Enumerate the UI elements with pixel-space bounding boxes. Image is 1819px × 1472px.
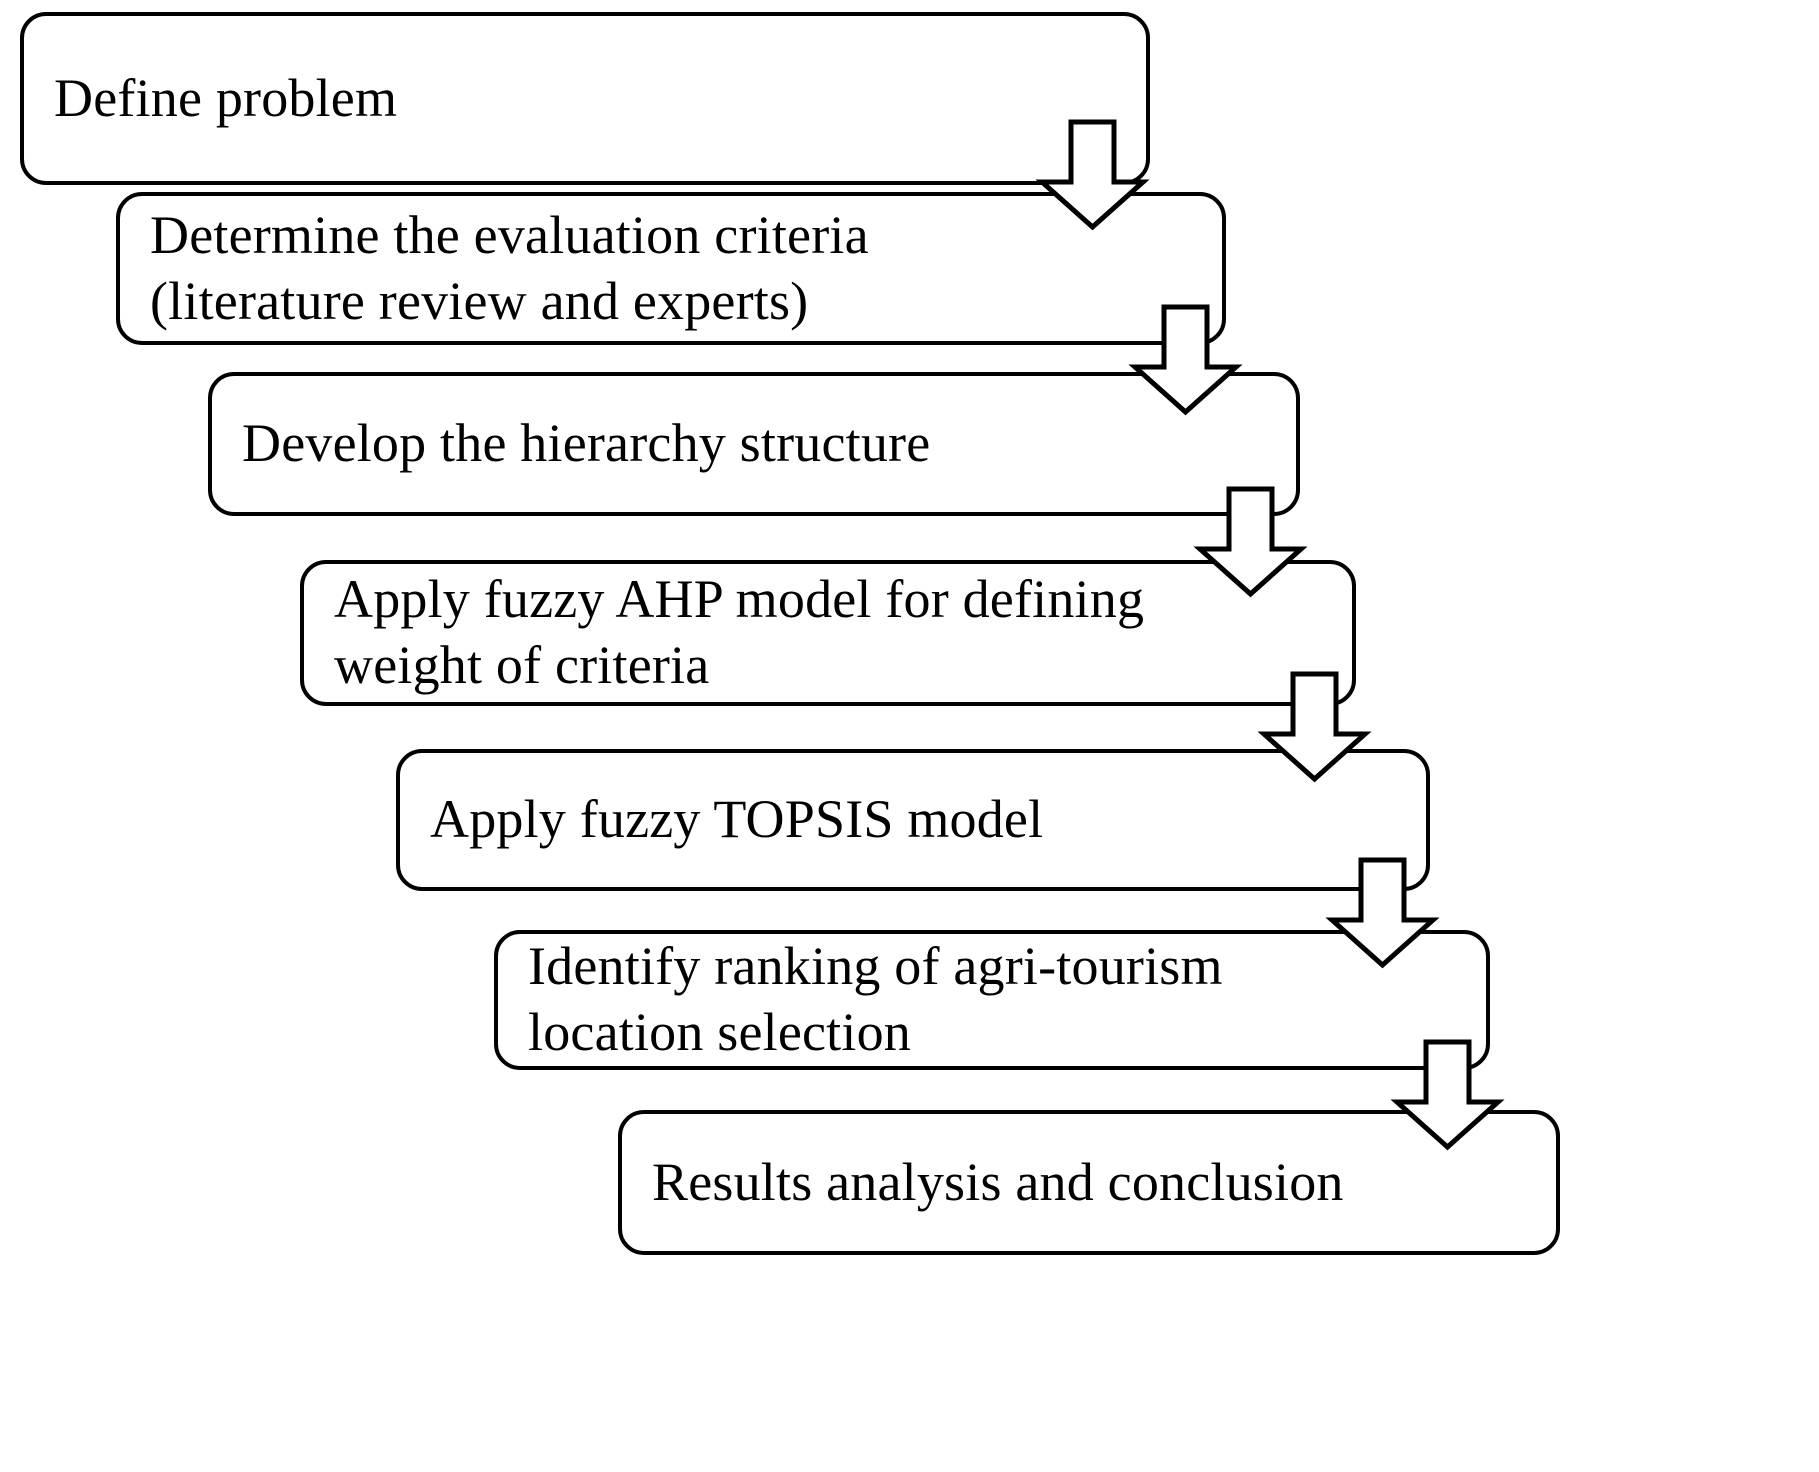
flow-step-label: Develop the hierarchy structure <box>242 413 931 474</box>
down-arrow-icon <box>1325 857 1440 969</box>
down-arrow-icon <box>1193 486 1308 598</box>
down-arrow-icon <box>1390 1039 1505 1151</box>
flow-step-develop-hierarchy[interactable]: Develop the hierarchy structure <box>208 372 1300 516</box>
flow-step-label: Define problem <box>54 67 398 128</box>
down-arrow-icon <box>1128 304 1243 416</box>
down-arrow-icon <box>1257 671 1372 783</box>
flow-step-label: Determine the evaluation criteria (liter… <box>150 204 869 331</box>
flow-step-label: Apply fuzzy AHP model for defining weigh… <box>334 569 1145 695</box>
flow-step-define-problem[interactable]: Define problem <box>20 12 1150 185</box>
flow-step-label: Identify ranking of agri-tourism locatio… <box>528 936 1223 1062</box>
flow-step-apply-fuzzy-ahp[interactable]: Apply fuzzy AHP model for defining weigh… <box>300 560 1356 706</box>
flow-step-identify-ranking[interactable]: Identify ranking of agri-tourism locatio… <box>494 930 1490 1070</box>
flow-step-determine-criteria[interactable]: Determine the evaluation criteria (liter… <box>116 192 1226 345</box>
flow-step-results-conclusion[interactable]: Results analysis and conclusion <box>618 1110 1560 1255</box>
flow-step-label: Apply fuzzy TOPSIS model <box>430 789 1044 850</box>
flow-step-apply-fuzzy-topsis[interactable]: Apply fuzzy TOPSIS model <box>396 749 1430 891</box>
flow-step-label: Results analysis and conclusion <box>652 1151 1344 1212</box>
down-arrow-icon <box>1035 119 1150 231</box>
